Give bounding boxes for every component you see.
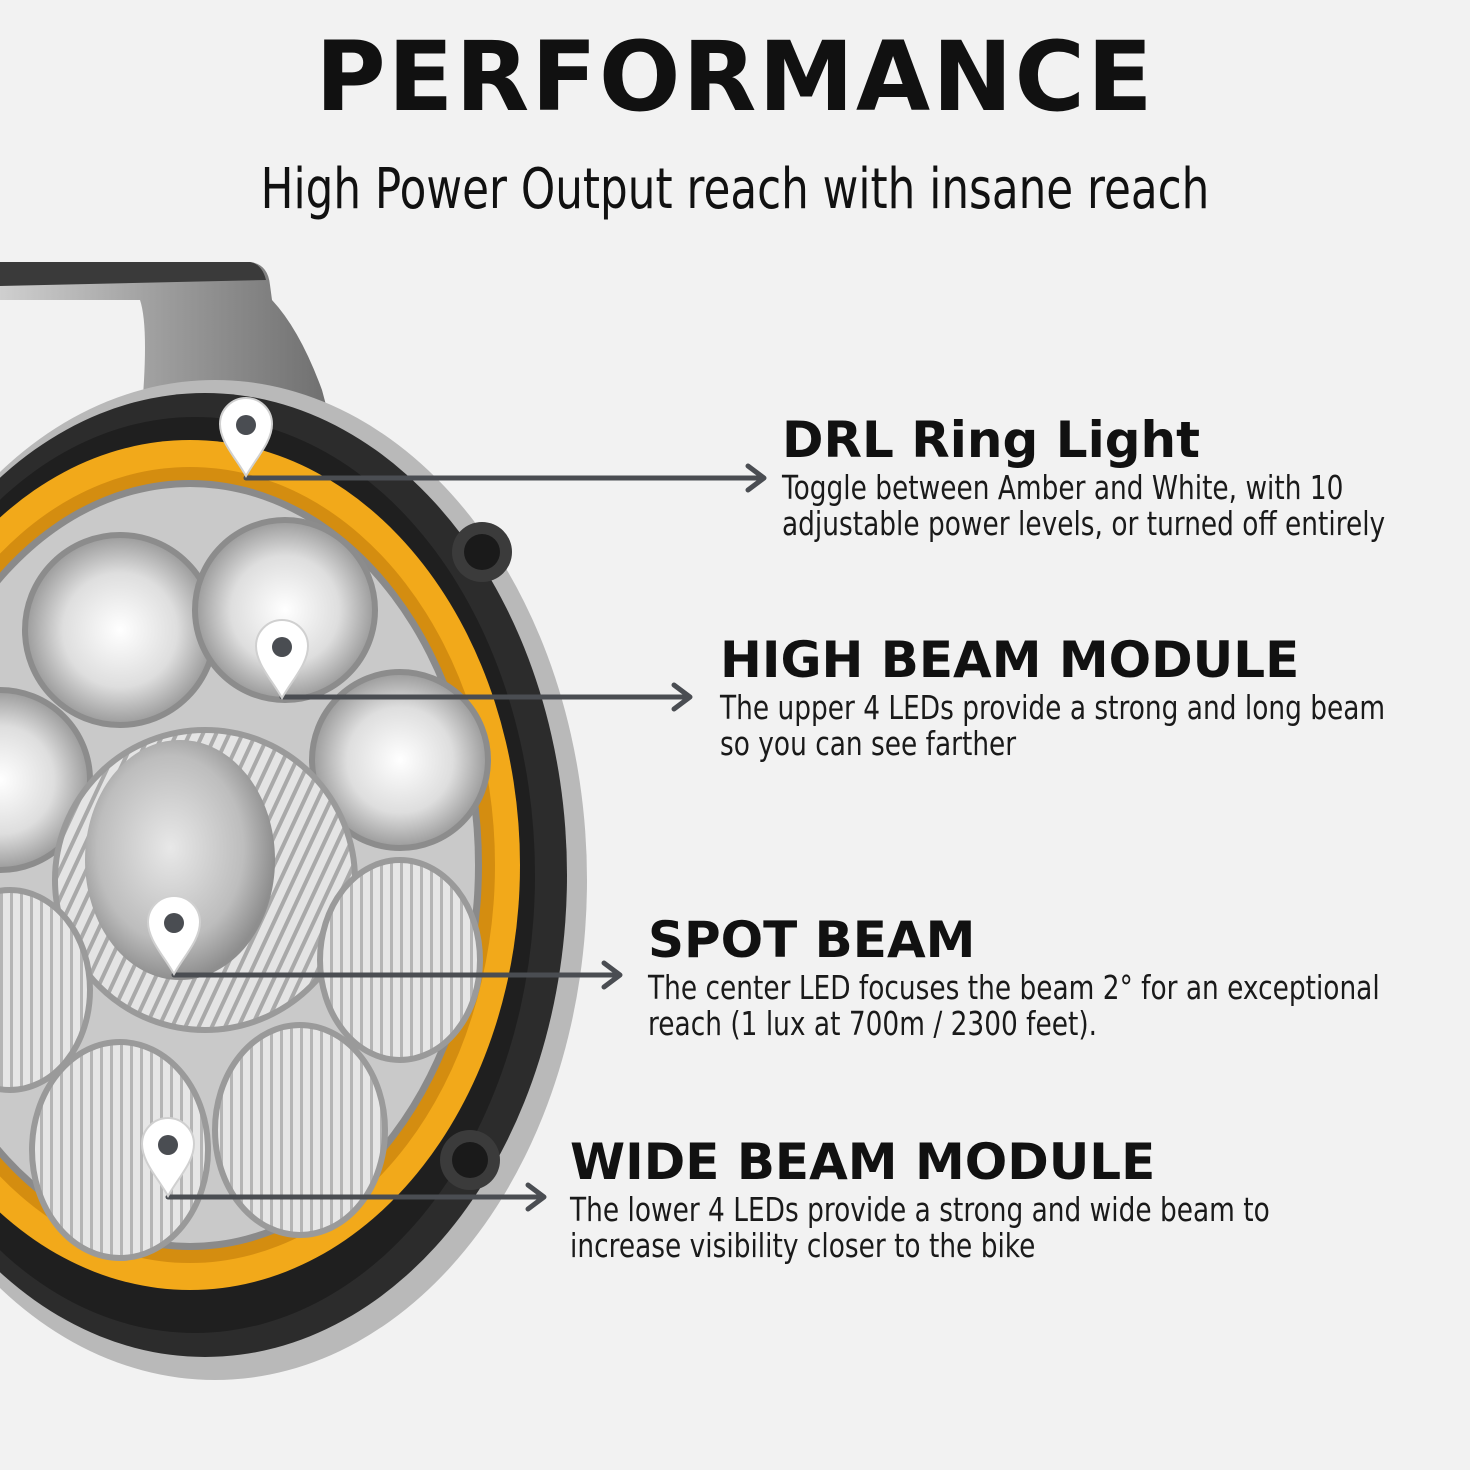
page-subtitle: High Power Output reach with insane reac… (260, 157, 1210, 222)
map-pin-icon (218, 397, 274, 479)
feature-drl-ring-light: DRL Ring Light Toggle between Amber and … (782, 412, 1470, 542)
feature-title: HIGH BEAM MODULE (720, 631, 1300, 689)
feature-title: SPOT BEAM (648, 911, 976, 969)
housing-bolt-bottom (440, 1130, 500, 1190)
arrow-right-icon (171, 960, 623, 990)
feature-title: DRL Ring Light (782, 411, 1200, 469)
wide-beam-leds (0, 857, 483, 1261)
feature-spot-beam: SPOT BEAM The center LED focuses the bea… (648, 912, 1470, 1042)
feature-wide-beam-module: WIDE BEAM MODULE The lower 4 LEDs provid… (570, 1134, 1470, 1264)
feature-high-beam-module: HIGH BEAM MODULE The upper 4 LEDs provid… (720, 632, 1470, 762)
map-pin-icon (140, 1117, 196, 1199)
spot-beam-lens (52, 727, 358, 1033)
feature-title: WIDE BEAM MODULE (570, 1133, 1156, 1191)
feature-description: The upper 4 LEDs provide a strong and lo… (720, 688, 1386, 763)
arrow-right-icon (243, 463, 767, 493)
feature-description: The center LED focuses the beam 2° for a… (648, 968, 1380, 1043)
map-pin-icon (254, 619, 310, 701)
feature-description: Toggle between Amber and White, with 10 … (782, 468, 1386, 543)
map-pin-icon (146, 895, 202, 977)
feature-description: The lower 4 LEDs provide a strong and wi… (570, 1190, 1270, 1265)
arrow-right-icon (165, 1182, 547, 1212)
arrow-right-icon (279, 682, 693, 712)
housing-bolt-top (452, 522, 512, 582)
page-title: PERFORMANCE (315, 21, 1155, 133)
